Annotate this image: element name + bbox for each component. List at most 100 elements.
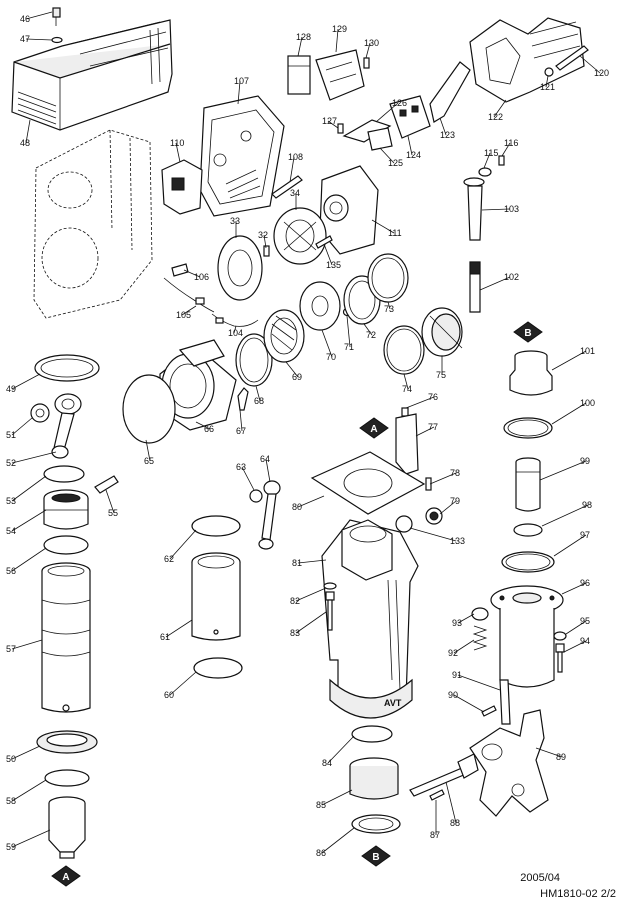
part-49-o-ring bbox=[34, 354, 100, 382]
part-label-46: 46 bbox=[20, 14, 30, 24]
part-label-94: 94 bbox=[580, 636, 590, 646]
leader-line-101 bbox=[551, 350, 587, 371]
part-label-47: 47 bbox=[20, 34, 30, 44]
part-label-64: 64 bbox=[260, 454, 270, 464]
leader-line-59 bbox=[11, 829, 51, 848]
part-83-bolt bbox=[325, 591, 335, 631]
leader-line-98 bbox=[541, 504, 589, 527]
leader-line-65 bbox=[145, 439, 151, 462]
part-label-63: 63 bbox=[236, 462, 246, 472]
part-75-cap bbox=[421, 307, 463, 357]
leader-line-55 bbox=[105, 489, 115, 514]
leader-line-90 bbox=[453, 694, 485, 713]
part-69-needle-bearing bbox=[263, 309, 305, 363]
part-label-72: 72 bbox=[366, 330, 376, 340]
part-label-122: 122 bbox=[488, 112, 503, 122]
part-98-ring bbox=[513, 523, 543, 537]
leader-line-85 bbox=[321, 789, 353, 806]
leader-line-82 bbox=[295, 587, 327, 602]
part-label-54: 54 bbox=[6, 526, 16, 536]
leader-line-80 bbox=[297, 495, 325, 508]
part-133-o-ring bbox=[395, 515, 413, 533]
part-94-bolt bbox=[555, 643, 565, 673]
part-label-32: 32 bbox=[258, 230, 268, 240]
leader-line-64 bbox=[265, 458, 271, 483]
part-label-125: 125 bbox=[388, 158, 403, 168]
leader-line-48 bbox=[25, 119, 31, 144]
marker-b-bottom: B bbox=[361, 845, 391, 867]
part-81-crank-housing bbox=[321, 519, 419, 719]
leader-line-122 bbox=[493, 99, 507, 118]
part-53-o-ring bbox=[43, 465, 85, 483]
part-label-61: 61 bbox=[160, 632, 170, 642]
leader-line-110 bbox=[175, 142, 181, 163]
part-58-o-ring bbox=[44, 769, 90, 787]
part-label-124: 124 bbox=[406, 150, 421, 160]
leader-line-128 bbox=[297, 36, 303, 57]
part-label-78: 78 bbox=[450, 468, 460, 478]
leader-line-102 bbox=[479, 276, 511, 291]
part-label-127: 127 bbox=[322, 116, 337, 126]
part-56-o-ring bbox=[43, 535, 89, 555]
part-123-switch-lever bbox=[429, 61, 471, 123]
part-label-123: 123 bbox=[440, 130, 455, 140]
part-61-cylinder-sleeve bbox=[191, 552, 241, 641]
part-111-cover bbox=[319, 165, 379, 255]
leader-line-124 bbox=[407, 135, 413, 156]
leader-line-95 bbox=[565, 620, 587, 635]
part-number-labels: 4647484950515253545556575859606162636465… bbox=[6, 11, 609, 858]
part-120-screw bbox=[555, 45, 589, 71]
part-100-o-ring bbox=[503, 417, 553, 439]
part-label-52: 52 bbox=[6, 458, 16, 468]
leader-line-57 bbox=[11, 639, 43, 650]
leader-line-94 bbox=[563, 640, 587, 653]
leader-line-79 bbox=[439, 500, 457, 515]
leader-line-135 bbox=[323, 243, 333, 266]
leader-line-77 bbox=[415, 426, 435, 437]
leader-line-47 bbox=[25, 38, 53, 41]
part-93-plug bbox=[471, 607, 489, 621]
leader-line-121 bbox=[545, 75, 549, 88]
part-label-80: 80 bbox=[292, 502, 302, 512]
part-label-65: 65 bbox=[144, 456, 154, 466]
leader-line-99 bbox=[539, 460, 587, 481]
part-64-connecting-rod bbox=[258, 480, 281, 550]
part-label-88: 88 bbox=[450, 818, 460, 828]
leader-line-81 bbox=[297, 559, 327, 564]
part-label-70: 70 bbox=[326, 352, 336, 362]
part-124-terminal-block bbox=[389, 95, 431, 139]
part-84-o-ring bbox=[351, 725, 393, 743]
part-label-77: 77 bbox=[428, 422, 438, 432]
part-label-93: 93 bbox=[452, 618, 462, 628]
leader-line-127 bbox=[327, 120, 339, 129]
part-label-83: 83 bbox=[290, 628, 300, 638]
part-76-screw bbox=[401, 407, 409, 417]
part-73-retaining-ring bbox=[367, 253, 409, 303]
part-label-53: 53 bbox=[6, 496, 16, 506]
part-104-lead-wire bbox=[211, 313, 259, 327]
part-110-switch bbox=[161, 159, 203, 215]
part-125-bracket bbox=[367, 127, 393, 151]
part-135-screw bbox=[315, 235, 333, 249]
part-128-capacitor bbox=[287, 55, 311, 95]
svg-text:A: A bbox=[370, 424, 377, 435]
part-label-82: 82 bbox=[290, 596, 300, 606]
leader-line-133 bbox=[409, 527, 457, 542]
part-105-lead-wire bbox=[163, 277, 215, 313]
leader-line-89 bbox=[535, 747, 563, 758]
part-55-piston-pin bbox=[94, 475, 119, 494]
part-label-105: 105 bbox=[176, 310, 191, 320]
part-107-field-bracket bbox=[199, 95, 285, 217]
part-label-86: 86 bbox=[316, 848, 326, 858]
part-label-130: 130 bbox=[364, 38, 379, 48]
part-label-98: 98 bbox=[582, 500, 592, 510]
leader-line-103 bbox=[481, 208, 511, 211]
part-129-switch-block bbox=[315, 49, 365, 101]
svg-text:A: A bbox=[62, 872, 69, 883]
part-label-57: 57 bbox=[6, 644, 16, 654]
leader-line-56 bbox=[11, 547, 47, 572]
part-70-gear bbox=[299, 281, 341, 331]
leader-line-60 bbox=[169, 671, 197, 696]
part-label-74: 74 bbox=[402, 384, 412, 394]
leader-line-78 bbox=[429, 472, 457, 485]
